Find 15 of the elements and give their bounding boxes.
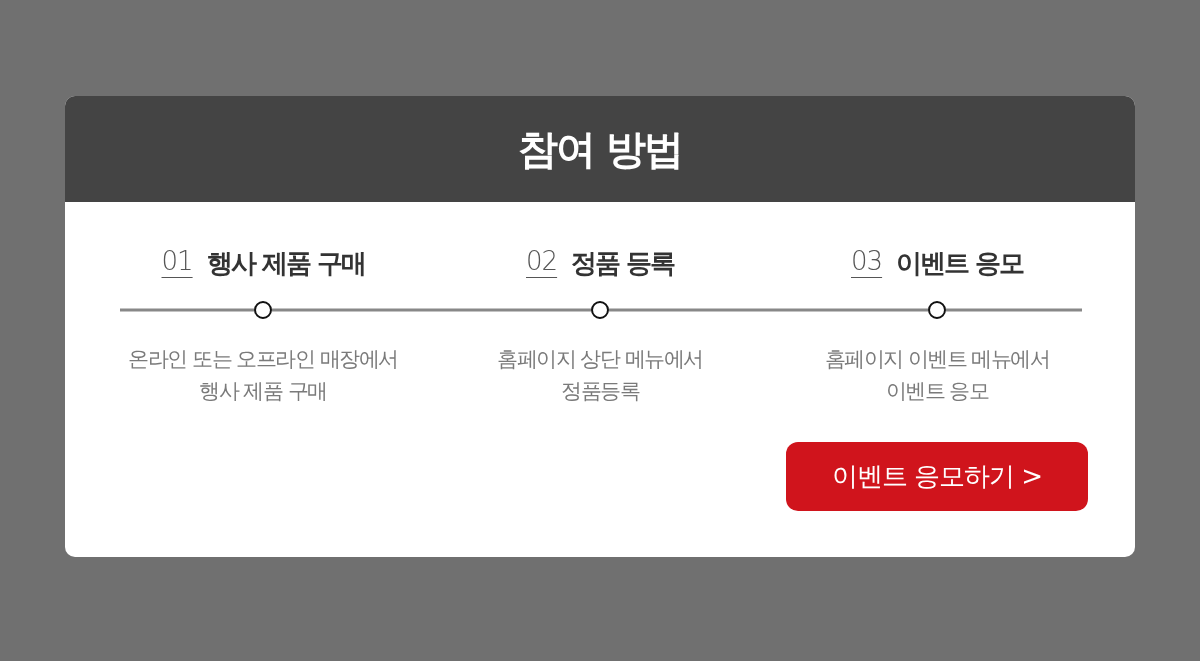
title: 참여 방법 bbox=[518, 124, 682, 174]
timeline-line bbox=[120, 308, 254, 312]
step-description: 홈페이지 상단 메뉴에서 정품등록 bbox=[496, 346, 704, 405]
step-description: 온라인 또는 오프라인 매장에서 행사 제품 구매 bbox=[127, 346, 399, 405]
step-title: 정품 등록 bbox=[571, 247, 675, 280]
apply-button: 이벤트 응모하기 > bbox=[786, 442, 1088, 511]
timeline-line bbox=[609, 308, 928, 312]
timeline-line bbox=[946, 308, 1082, 312]
step-title: 이벤트 응모 bbox=[896, 247, 1024, 280]
step-number: 03 bbox=[851, 246, 883, 276]
step-number: 02 bbox=[526, 246, 558, 276]
step-description: 홈페이지 이벤트 메뉴에서 이벤트 응모 bbox=[823, 346, 1051, 405]
step-title: 행사 제품 구매 bbox=[206, 247, 365, 280]
timeline-line bbox=[272, 308, 591, 312]
step-number: 01 bbox=[161, 246, 193, 276]
